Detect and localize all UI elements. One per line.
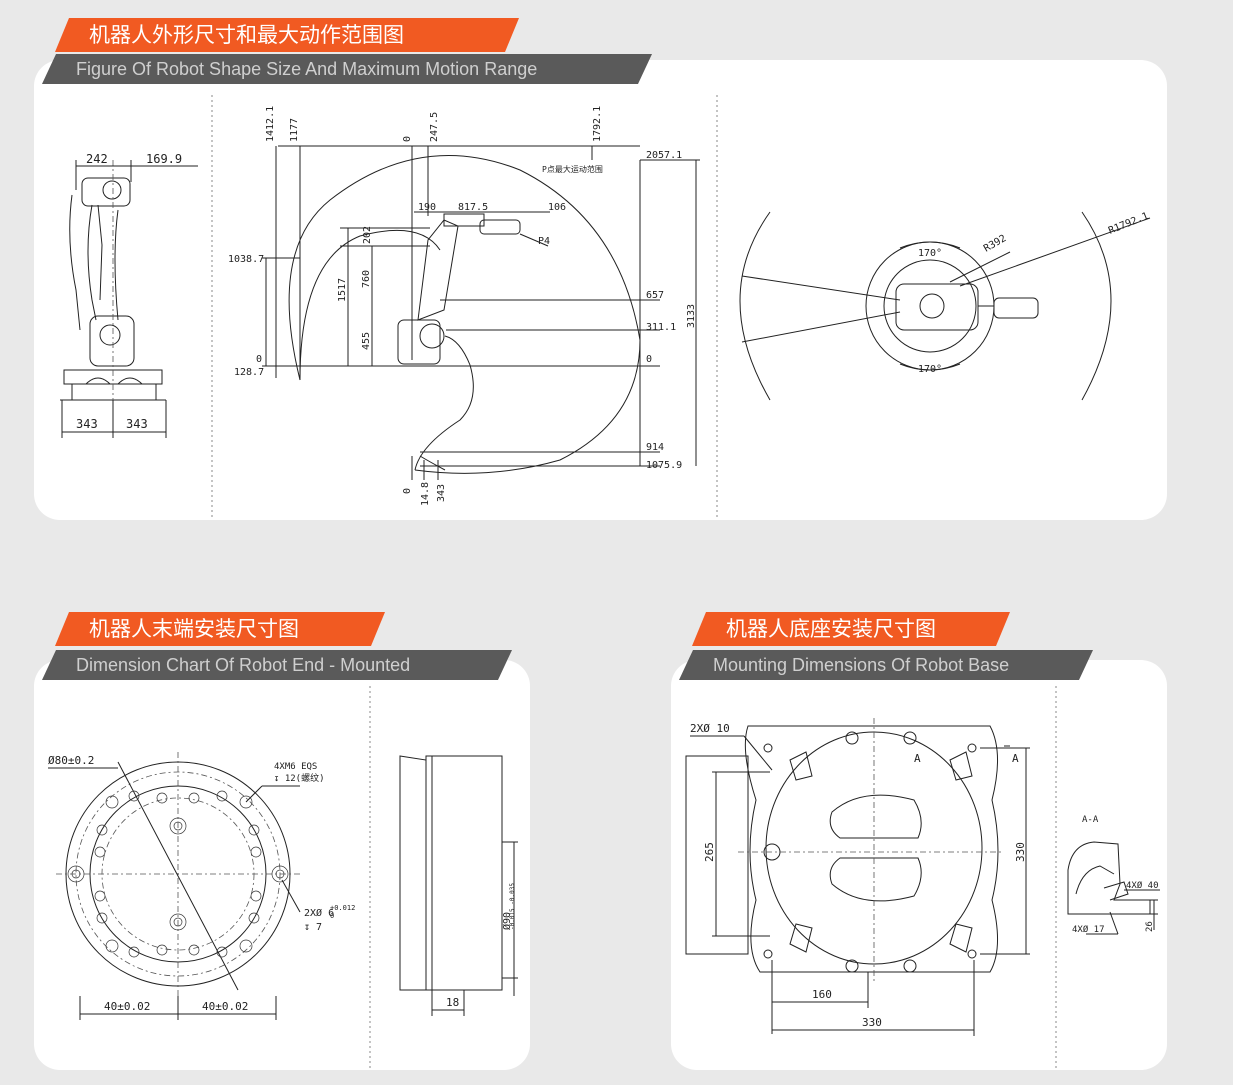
end-mount-title-en: Dimension Chart Of Robot End - Mounted <box>42 650 512 680</box>
base-plate <box>685 718 1004 984</box>
svg-text:40±0.02: 40±0.02 <box>104 1000 150 1013</box>
svg-text:0: 0 <box>402 136 413 142</box>
svg-text:4XØ 17: 4XØ 17 <box>1072 924 1105 935</box>
svg-text:40±0.02: 40±0.02 <box>202 1000 248 1013</box>
svg-text:170°: 170° <box>918 248 942 259</box>
range-dims <box>262 145 700 480</box>
svg-text:0: 0 <box>330 912 334 920</box>
svg-text:4XØ 40: 4XØ 40 <box>1126 880 1159 891</box>
svg-text:1412.1: 1412.1 <box>265 106 276 142</box>
svg-text:A-A: A-A <box>1082 815 1099 825</box>
svg-text:18: 18 <box>446 996 459 1009</box>
svg-text:657: 657 <box>646 290 664 301</box>
svg-text:2XØ 10: 2XØ 10 <box>690 722 730 735</box>
svg-text:128.7: 128.7 <box>234 367 264 378</box>
svg-text:26: 26 <box>1145 921 1155 932</box>
svg-text:0: 0 <box>646 354 652 365</box>
svg-text:Ø80±0.2: Ø80±0.2 <box>48 754 94 767</box>
svg-text:3133: 3133 <box>686 304 697 328</box>
svg-text:311.1: 311.1 <box>646 322 676 333</box>
svg-text:↧ 12(螺纹): ↧ 12(螺纹) <box>274 772 325 784</box>
svg-text:760: 760 <box>361 270 372 288</box>
svg-text:-0.015 -0.035: -0.015 -0.035 <box>509 883 516 930</box>
end-mount-title-cn: 机器人末端安装尺寸图 <box>55 612 385 646</box>
svg-text:A: A <box>914 752 921 765</box>
svg-text:A: A <box>1012 752 1019 765</box>
svg-text:343: 343 <box>436 484 447 502</box>
svg-text:343: 343 <box>76 417 98 431</box>
motion-range-title-en: Figure Of Robot Shape Size And Maximum M… <box>42 54 652 84</box>
svg-text:1177: 1177 <box>289 118 300 142</box>
base-dims <box>690 735 1030 1036</box>
svg-text:247.5: 247.5 <box>429 112 440 142</box>
flange-dims <box>48 767 301 1020</box>
svg-text:455: 455 <box>361 332 372 350</box>
top-view <box>739 211 1151 401</box>
svg-text:P4: P4 <box>538 236 550 247</box>
flange-side <box>399 755 518 1016</box>
svg-text:170°: 170° <box>918 364 942 375</box>
svg-text:265: 265 <box>703 842 716 862</box>
base-mount-card <box>671 660 1167 1070</box>
svg-text:160: 160 <box>812 988 832 1001</box>
svg-text:343: 343 <box>126 417 148 431</box>
flange-front <box>56 752 300 996</box>
svg-text:4XM6 EQS: 4XM6 EQS <box>274 762 317 772</box>
svg-text:14.8: 14.8 <box>420 482 431 506</box>
svg-text:106: 106 <box>548 202 566 213</box>
svg-text:P点最大运动范围: P点最大运动范围 <box>542 164 603 174</box>
svg-text:2XØ 6: 2XØ 6 <box>304 907 334 919</box>
svg-text:914: 914 <box>646 442 664 453</box>
svg-text:330: 330 <box>1014 842 1027 862</box>
svg-text:2057.1: 2057.1 <box>646 150 682 161</box>
svg-text:1038.7: 1038.7 <box>228 254 264 265</box>
svg-text:Ø90: Ø90 <box>501 912 513 930</box>
svg-text:1792.1: 1792.1 <box>592 106 603 142</box>
range-robot <box>397 213 521 365</box>
range-envelope <box>288 155 641 474</box>
svg-text:242: 242 <box>86 152 108 166</box>
svg-text:1075.9: 1075.9 <box>646 460 682 471</box>
base-mount-title-cn: 机器人底座安装尺寸图 <box>692 612 1010 646</box>
svg-text:0: 0 <box>402 488 413 494</box>
motion-range-title-cn: 机器人外形尺寸和最大动作范围图 <box>55 18 519 52</box>
svg-text:↧ 7: ↧ 7 <box>304 922 322 933</box>
side-view-robot <box>60 160 198 438</box>
svg-text:169.9: 169.9 <box>146 152 182 166</box>
svg-text:+0.012: +0.012 <box>330 904 355 912</box>
svg-text:330: 330 <box>862 1016 882 1029</box>
svg-text:190: 190 <box>418 202 436 213</box>
base-section-aa <box>1067 841 1160 935</box>
svg-text:1517: 1517 <box>337 278 348 302</box>
svg-text:817.5: 817.5 <box>458 202 488 213</box>
flange-holes <box>67 790 289 958</box>
svg-text:0: 0 <box>256 354 262 365</box>
base-mount-title-en: Mounting Dimensions Of Robot Base <box>679 650 1093 680</box>
svg-text:202: 202 <box>362 226 373 244</box>
end-mount-card <box>34 660 530 1070</box>
